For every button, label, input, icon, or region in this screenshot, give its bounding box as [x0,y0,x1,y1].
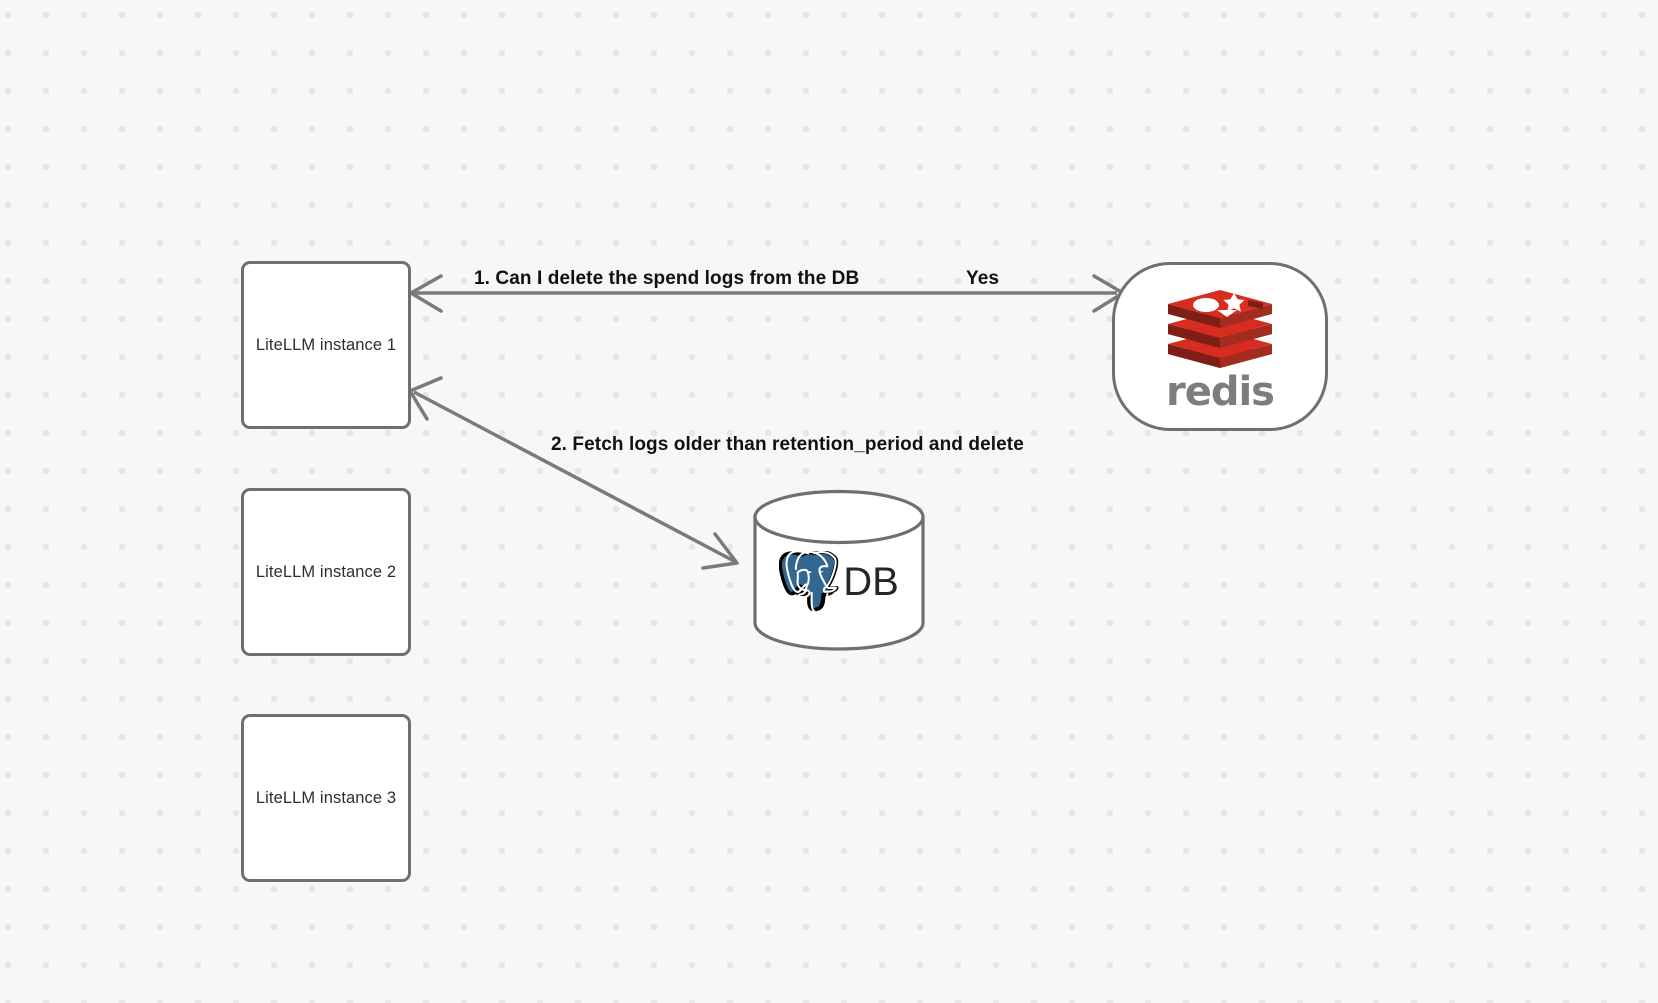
redis-logo-icon [1164,282,1276,374]
node-litellm-instance-1[interactable]: LiteLLM instance 1 [241,261,411,429]
node-postgres-db[interactable]: DB [752,489,926,651]
node-litellm-instance-2[interactable]: LiteLLM instance 2 [241,488,411,656]
arrowhead-lower-right [701,532,739,570]
edge-label-step-1: 1. Can I delete the spend logs from the … [474,268,860,289]
postgresql-elephant-icon [779,551,839,613]
edge-db-litellm1 [408,376,739,570]
db-node-label: DB [843,560,899,604]
edge-label-yes: Yes [966,268,1000,289]
node-label: LiteLLM instance 2 [255,562,397,581]
cylinder-shape [753,489,925,651]
node-label: LiteLLM instance 1 [255,335,397,354]
edge-label-step-2: 2. Fetch logs older than retention_perio… [551,434,1024,455]
arrowhead-left [409,274,443,313]
redis-wordmark: redis [1165,368,1275,415]
node-redis[interactable]: redis [1112,262,1328,431]
node-litellm-instance-3[interactable]: LiteLLM instance 3 [241,714,411,882]
node-label: LiteLLM instance 3 [255,788,397,807]
